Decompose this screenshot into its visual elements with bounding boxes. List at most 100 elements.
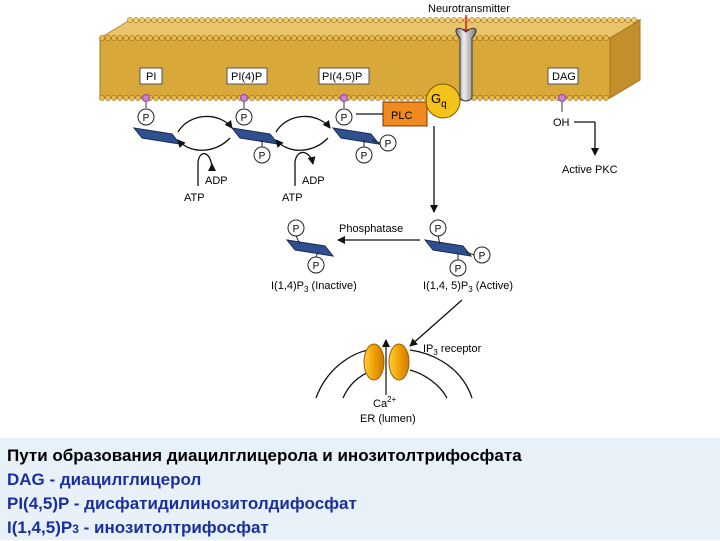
lipid-bead: [543, 35, 549, 41]
lipid-bead: [211, 17, 217, 23]
lipid-bead: [111, 35, 117, 41]
lipid-bead: [147, 35, 153, 41]
lipid-bead: [439, 17, 445, 23]
lipid-bead: [183, 95, 189, 101]
lipid-bead: [175, 17, 181, 23]
lipid-bead: [603, 35, 609, 41]
lipid-bead: [469, 17, 475, 23]
lipid-bead: [231, 95, 237, 101]
lipid-bead: [145, 17, 151, 23]
lipid-bead: [217, 17, 223, 23]
lipid-bead: [117, 95, 123, 101]
caption-ip3-definition: I(1,4,5)P3 - инозитолтрифосфат: [7, 518, 269, 537]
lipid-bead: [229, 17, 235, 23]
lipid-bead: [303, 35, 309, 41]
lipid-bead: [273, 35, 279, 41]
lipid-bead: [159, 95, 165, 101]
lipid-bead: [189, 35, 195, 41]
phosphate-circle: [235, 108, 253, 126]
lipid-bead: [277, 17, 283, 23]
lipid-bead: [355, 17, 361, 23]
lipid-bead: [513, 35, 519, 41]
lipid-bead: [447, 35, 453, 41]
lipid-bead: [477, 35, 483, 41]
ca-channel: [363, 343, 410, 381]
lipid-bead: [441, 35, 447, 41]
lipid-bead: [555, 35, 561, 41]
lipid-bead: [543, 95, 549, 101]
lipid-bead: [513, 95, 519, 101]
lipid-bead: [309, 35, 315, 41]
lipid-bead: [99, 95, 105, 101]
atp-label-2: ATP: [282, 192, 303, 204]
lipid-bead: [117, 35, 123, 41]
lipid-bead: [537, 35, 543, 41]
lipid-bead: [213, 95, 219, 101]
lipid-bead: [315, 95, 321, 101]
lipid-bead: [579, 35, 585, 41]
lipid-bead: [261, 95, 267, 101]
lipid-bead: [231, 35, 237, 41]
lipid-bead: [511, 17, 517, 23]
lipid-bead: [393, 95, 399, 101]
lipid-bead: [253, 17, 259, 23]
lipid-bead: [105, 95, 111, 101]
lipid-bead: [525, 35, 531, 41]
lipid-bead: [223, 17, 229, 23]
lipid-bead: [553, 17, 559, 23]
lipid-bead: [111, 95, 117, 101]
lipid-bead: [423, 35, 429, 41]
lipid-bead: [591, 35, 597, 41]
lipid-stems: [141, 93, 567, 112]
lipid-bead: [381, 35, 387, 41]
kinase-cycle-1: [177, 115, 233, 186]
lipid-bead: [499, 17, 505, 23]
phosphate-bond: [315, 251, 319, 258]
lipid-bead: [273, 95, 279, 101]
lipid-bead: [541, 17, 547, 23]
lipid-bead: [135, 95, 141, 101]
lipid-bead: [619, 17, 625, 23]
caption-title: Пути образования диацилглицерола и инози…: [7, 446, 522, 465]
lipid-bead: [247, 17, 253, 23]
lipid-bead: [369, 35, 375, 41]
lipid-bead: [193, 17, 199, 23]
ca-label: Ca2+: [373, 395, 397, 410]
lipid-bead: [255, 35, 261, 41]
lipid-bead: [133, 17, 139, 23]
lipid-bead: [213, 35, 219, 41]
lipid-bead: [327, 35, 333, 41]
phosphate-label: P: [341, 113, 348, 124]
lipid-bead: [127, 17, 133, 23]
lipid-bead: [433, 17, 439, 23]
lipid-bead: [279, 35, 285, 41]
label-pi45p: PI(4,5)P: [322, 71, 362, 83]
lipid-bead: [241, 17, 247, 23]
lipid-bead: [585, 95, 591, 101]
lipid-bead: [307, 17, 313, 23]
lipid-bead: [631, 17, 637, 23]
lipid-bead: [165, 95, 171, 101]
lipid-bead: [531, 95, 537, 101]
lipid-bead: [483, 95, 489, 101]
lipid-bead: [313, 17, 319, 23]
label-pi4p: PI(4)P: [231, 71, 262, 83]
lipid-bead: [397, 17, 403, 23]
label-pi: PI: [146, 71, 156, 83]
lipid-bead: [309, 95, 315, 101]
phosphate-circle: [137, 108, 155, 126]
lipid-bead: [367, 17, 373, 23]
caption-panel: Пути образования диацилглицерола и инози…: [0, 438, 720, 540]
phosphate-label: P: [361, 151, 368, 162]
lipid-bead: [151, 17, 157, 23]
lipid-bead: [201, 35, 207, 41]
lipid-bead: [187, 17, 193, 23]
lipid-bead: [165, 35, 171, 41]
lipid-labels: PI PI(4)P PI(4,5)P DAG: [139, 67, 579, 85]
lipid-bead: [523, 17, 529, 23]
lipid-bead: [583, 17, 589, 23]
cell-membrane: [98, 17, 642, 101]
ip3-to-receptor-arrow: [409, 299, 463, 347]
lipid-bead: [387, 35, 393, 41]
